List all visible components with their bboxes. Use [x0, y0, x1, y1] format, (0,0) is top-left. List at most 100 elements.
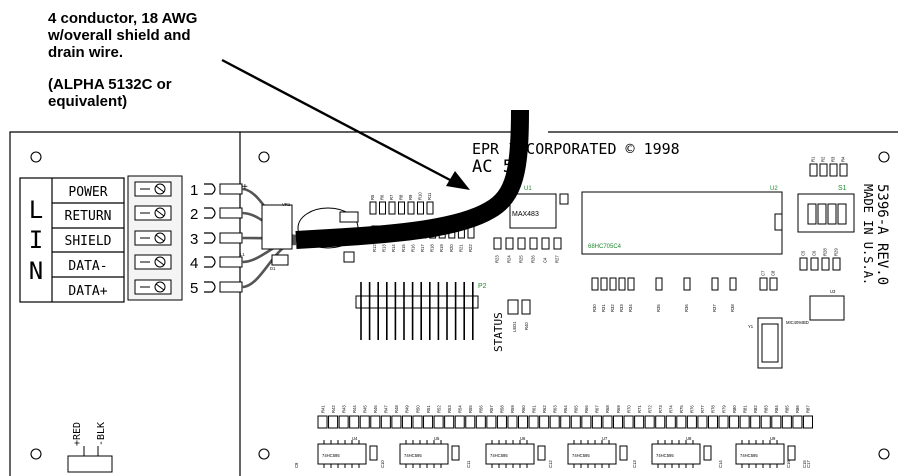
resistor-pad	[809, 163, 818, 177]
terminal-screw	[134, 205, 172, 221]
cap-ref: C11	[466, 460, 471, 468]
component-ref: R79	[721, 405, 726, 413]
pin-number-4: 4	[190, 255, 198, 272]
component-ref: C8	[771, 270, 776, 276]
component-ref: R32	[610, 304, 615, 312]
vr1-label: VR1	[282, 202, 291, 207]
mounting-hole	[30, 151, 42, 163]
component-ref: R18	[430, 244, 435, 252]
resistor-pad	[317, 415, 328, 429]
component-ref: R5	[370, 194, 375, 200]
signal-label-data-plus: DATA+	[68, 284, 107, 299]
resistor-pad	[829, 163, 838, 177]
mounting-holes	[30, 151, 890, 460]
component-ref: R63	[552, 405, 557, 413]
signal-label-return: RETURN	[65, 209, 112, 224]
resistor-pad	[792, 415, 803, 429]
cable-description-label: 4 conductor, 18 AWG w/overall shield and…	[48, 10, 198, 61]
component-ref: R30	[592, 304, 597, 312]
resistor-pad	[623, 415, 634, 429]
driver-ref: U6	[520, 436, 526, 441]
resistor-pad	[517, 237, 526, 250]
crystal-y1	[757, 317, 783, 369]
resistor-pad	[802, 415, 814, 429]
component-ref: R15	[401, 244, 406, 252]
resistor-pad	[541, 237, 550, 250]
resistor-pad	[609, 277, 617, 291]
resistor-pad	[349, 415, 360, 429]
resistor-pad	[433, 415, 444, 429]
resistor-pad	[549, 415, 560, 429]
resistor-pad	[529, 237, 538, 250]
cap-ref: C15	[802, 460, 807, 468]
component-ref: C5	[801, 250, 806, 256]
cap-ref: C14	[718, 460, 723, 468]
component-ref: R4	[841, 156, 846, 162]
resistor-pad	[683, 277, 691, 291]
driver-part: 74HC595	[572, 453, 590, 458]
shielded-cable	[295, 109, 529, 249]
resistor-pad	[370, 415, 381, 429]
bypass-capacitor	[369, 445, 378, 461]
component-ref: R3	[831, 156, 836, 162]
component-ref: R76	[690, 405, 695, 413]
component-ref: R12	[372, 244, 377, 252]
resistor-pad	[644, 415, 655, 429]
resistor-pad	[507, 415, 518, 429]
mounting-hole	[878, 448, 890, 460]
resistor-pad	[750, 415, 761, 429]
spade-lug	[204, 242, 297, 293]
component-ref: R78	[711, 405, 716, 413]
resistor-pad	[839, 163, 848, 177]
resistor-pad	[539, 415, 550, 429]
resistor-pad	[627, 277, 635, 291]
signal-label-data-minus: DATA-	[68, 259, 107, 274]
resistor-pad	[553, 237, 562, 250]
d1-label: D1	[270, 266, 276, 271]
resistor-pad	[380, 415, 391, 429]
component-ref: R20	[449, 244, 454, 252]
component-ref: R61	[531, 405, 536, 413]
cap-ref: C17	[806, 460, 811, 468]
component-ref: R52	[436, 405, 441, 413]
component-ref: R82	[753, 405, 758, 413]
bypass-capacitor	[537, 445, 546, 461]
component-ref: R2	[821, 156, 826, 162]
resistor-pad	[528, 415, 539, 429]
component-ref: R53	[447, 405, 452, 413]
driver-ref: U4	[352, 436, 358, 441]
component-ref: R25	[519, 255, 524, 263]
component-ref: R29	[834, 248, 839, 256]
component-ref: R10	[418, 192, 423, 200]
component-ref: R59	[510, 405, 515, 413]
resistor-pad	[729, 415, 740, 429]
component-ref: C4	[543, 257, 548, 263]
resistor-pad	[369, 201, 377, 215]
resistor-pad	[444, 415, 455, 429]
resistor-pad	[388, 201, 396, 215]
resistor-pad	[505, 237, 514, 250]
component-ref: R84	[774, 405, 779, 413]
red-wire-label: +RED	[72, 422, 83, 446]
component-ref: R34	[628, 304, 633, 312]
component-ref: R11	[427, 192, 432, 200]
component-ref: R71	[637, 405, 642, 413]
component-ref: R85	[785, 405, 790, 413]
component-ref: R13	[382, 244, 387, 252]
side-label-i: I	[29, 226, 43, 254]
terminal-label-block	[19, 177, 125, 303]
component-ref: R49	[405, 405, 410, 413]
component-ref: R31	[601, 304, 606, 312]
resistor-pad	[711, 277, 719, 291]
u2-part: 68HC705C4	[588, 244, 622, 250]
made-in-vertical: MADE IN U.S.A.	[861, 184, 875, 285]
u3-part: MIC4094BD	[786, 320, 809, 325]
resistor-pad	[602, 415, 613, 429]
